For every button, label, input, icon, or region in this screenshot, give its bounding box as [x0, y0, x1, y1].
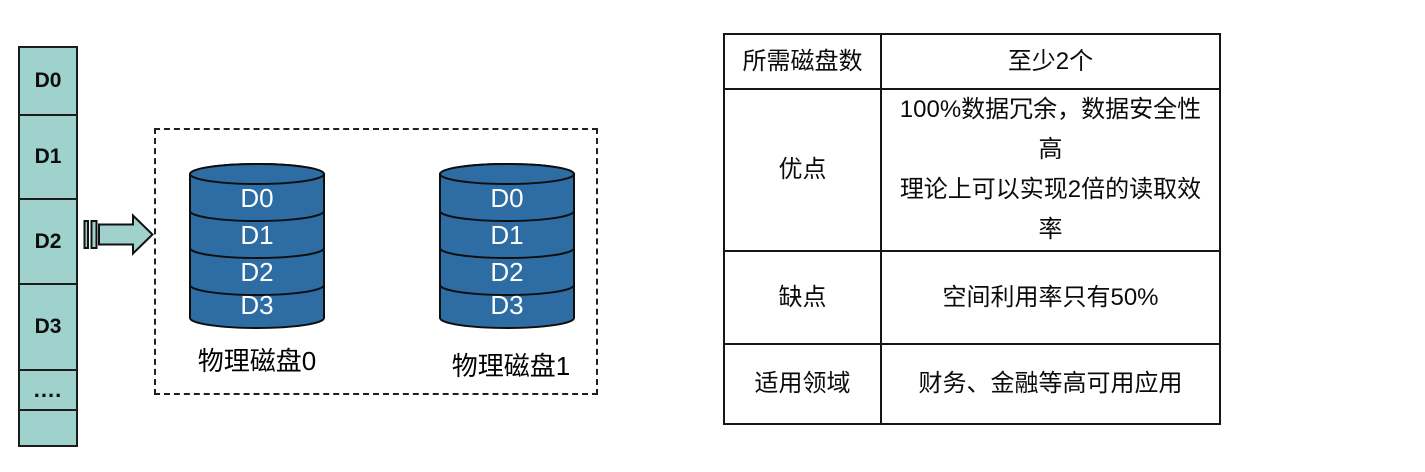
striped-right-arrow-icon	[83, 213, 154, 256]
disk-label-1: 物理磁盘1	[451, 351, 571, 381]
row-value-cell: 100%数据冗余，数据安全性高 理论上可以实现2倍的读取效率	[880, 88, 1221, 252]
row-value-cell: 至少2个	[880, 33, 1221, 90]
disk-cylinder-0: D0 D1 D2 D3	[189, 163, 325, 329]
data-block-d1: D1	[20, 116, 76, 200]
value-line: 100%数据冗余，数据安全性高	[899, 96, 1202, 163]
value-line: 至少2个	[1007, 47, 1094, 75]
data-block-d3: D3	[20, 285, 76, 371]
disk-segment-label: D1	[490, 220, 523, 250]
disk-segment-label: D3	[240, 290, 273, 320]
row-value-cell: 空间利用率只有50%	[880, 250, 1221, 345]
cylinder-top	[189, 163, 325, 185]
disk-cylinder-1: D0 D1 D2 D3	[439, 163, 575, 329]
row-value-cell: 财务、金融等高可用应用	[880, 343, 1221, 425]
cylinder-separator	[189, 284, 325, 296]
logical-stripe-column: D0 D1 D2 D3 ....	[18, 46, 78, 447]
value-line: 理论上可以实现2倍的读取效率	[899, 176, 1202, 243]
disk-label-0: 物理磁盘0	[197, 346, 317, 376]
data-block-d0: D0	[20, 48, 76, 116]
cylinder-separator	[189, 210, 325, 222]
value-line: 空间利用率只有50%	[942, 283, 1159, 311]
disk-segment-label: D0	[240, 183, 273, 213]
disk-segment-label: D3	[490, 290, 523, 320]
data-block-ellipsis: ....	[20, 371, 76, 411]
disk-segment-label: D2	[490, 257, 523, 287]
table-row: 所需磁盘数 至少2个	[723, 33, 1221, 90]
row-header-cell: 优点	[723, 88, 882, 252]
data-block-label: D3	[34, 315, 62, 338]
raid1-info-table: 所需磁盘数 至少2个 优点 100%数据冗余，数据安全性高 理论上可以实现2倍的…	[723, 33, 1221, 425]
data-block-label: D1	[34, 145, 62, 168]
physical-disk-group-box	[154, 128, 598, 395]
table-row: 优点 100%数据冗余，数据安全性高 理论上可以实现2倍的读取效率	[723, 88, 1221, 252]
arrow-stripe-bar	[90, 220, 98, 249]
cylinder-separator	[439, 284, 575, 296]
data-block-label: ....	[33, 377, 63, 402]
disk-segment-label: D2	[240, 257, 273, 287]
row-header-cell: 适用领域	[723, 343, 882, 425]
data-block-label: D2	[34, 229, 62, 253]
row-header-cell: 所需磁盘数	[723, 33, 882, 90]
disk-segment-label: D0	[490, 183, 523, 213]
data-block-empty	[20, 411, 76, 445]
cylinder-top	[439, 163, 575, 185]
cylinder-separator	[439, 247, 575, 259]
cylinder-separator	[439, 210, 575, 222]
disk-segment-label: D1	[240, 220, 273, 250]
cylinder-separator	[189, 247, 325, 259]
data-block-d2: D2	[20, 200, 76, 285]
arrow-body	[98, 213, 154, 256]
table-row: 缺点 空间利用率只有50%	[723, 250, 1221, 345]
value-line: 财务、金融等高可用应用	[918, 370, 1183, 397]
table-row: 适用领域 财务、金融等高可用应用	[723, 343, 1221, 425]
row-header-cell: 缺点	[723, 250, 882, 345]
data-block-label: D0	[34, 69, 62, 92]
arrow-stripe-bar	[83, 220, 89, 249]
